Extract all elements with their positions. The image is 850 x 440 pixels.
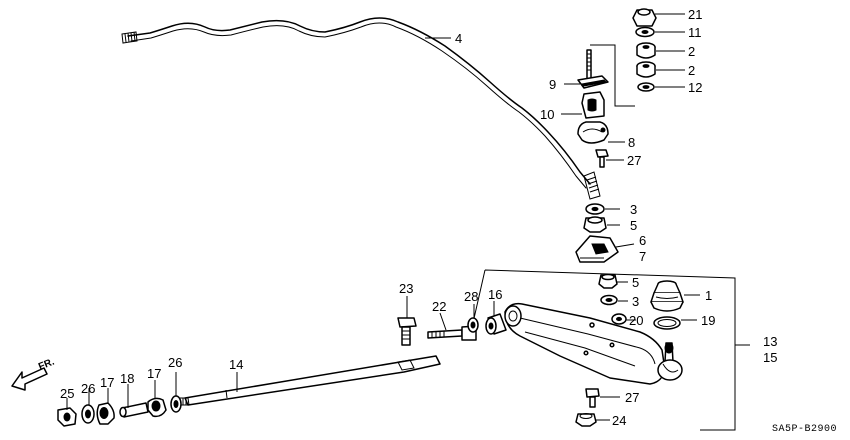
ball-joint-boot-1[interactable] [650,280,684,312]
callout-6: 6 [639,233,646,248]
stabilizer-bar[interactable] [121,17,601,200]
diagram-code: SA5P-B2900 [772,424,837,435]
collar-18[interactable] [119,402,149,418]
leader-lines [66,13,700,421]
washer-3-upper[interactable] [585,203,605,215]
callout-22: 22 [432,299,446,314]
lower-arm[interactable] [504,302,683,385]
washer-3-lower[interactable] [600,294,618,306]
nut-25[interactable] [57,407,77,427]
stabilizer-link-bracket-6-7[interactable] [575,235,619,263]
flange-bolt-27-lower[interactable] [585,388,600,408]
nut-5-lower[interactable] [598,273,618,289]
callout-5a: 5 [630,218,637,233]
callout-numbers: 21 11 2 2 12 4 9 10 8 27 3 5 6 7 5 3 20 … [60,7,777,428]
callout-10: 10 [540,107,554,122]
bushing-17-right[interactable] [147,397,167,418]
callout-25: 25 [60,386,74,401]
callout-8: 8 [628,135,635,150]
callout-3b: 3 [632,294,639,309]
callout-1: 1 [705,288,712,303]
callout-14: 14 [229,357,243,372]
callout-27b: 27 [625,390,639,405]
callout-13: 13 [763,334,777,349]
nut-24[interactable] [575,413,597,427]
bushing-2-lower[interactable] [636,61,656,78]
callout-4: 4 [455,31,462,46]
callout-20: 20 [629,313,643,328]
washer-26-left[interactable] [81,404,95,424]
flange-bolt-23[interactable] [397,317,417,346]
callout-26b: 26 [168,355,182,370]
callout-2a: 2 [688,44,695,59]
callout-2b: 2 [688,63,695,78]
bushing-2-upper[interactable] [636,42,656,59]
bushing-holder-8[interactable] [577,121,609,144]
callout-3a: 3 [630,202,637,217]
callout-17b: 17 [147,366,161,381]
front-label: FR. [37,356,56,372]
flange-nut-21[interactable] [632,8,657,27]
bushing-17-left[interactable] [96,402,115,425]
arm-bushing-16[interactable] [485,313,507,335]
callout-18: 18 [120,371,134,386]
callout-5b: 5 [632,275,639,290]
callout-16: 16 [488,287,502,302]
callout-17a: 17 [100,375,114,390]
callout-23: 23 [399,281,413,296]
callout-11: 11 [688,25,702,40]
front-arrow-icon: FR. [11,356,56,391]
boot-clip-19[interactable] [653,316,681,330]
link-bolt-9[interactable] [577,49,609,89]
callout-21: 21 [688,7,702,22]
radius-rod-14[interactable] [177,355,441,406]
nut-5-upper[interactable] [583,216,607,233]
callout-24: 24 [612,413,626,428]
washer-11[interactable] [635,26,655,38]
callout-7: 7 [639,249,646,264]
washer-12[interactable] [637,82,655,92]
stabilizer-bushing-10[interactable] [581,91,605,119]
callout-27a: 27 [627,153,641,168]
callout-26a: 26 [81,381,95,396]
callout-9: 9 [549,77,556,92]
callout-28: 28 [464,289,478,304]
flange-bolt-27-upper[interactable] [595,149,609,168]
callout-15: 15 [763,350,777,365]
washer-26-right[interactable] [170,395,182,413]
nut-20[interactable] [611,313,627,325]
callout-12: 12 [688,80,702,95]
callout-19: 19 [701,313,715,328]
washer-28[interactable] [467,317,479,333]
